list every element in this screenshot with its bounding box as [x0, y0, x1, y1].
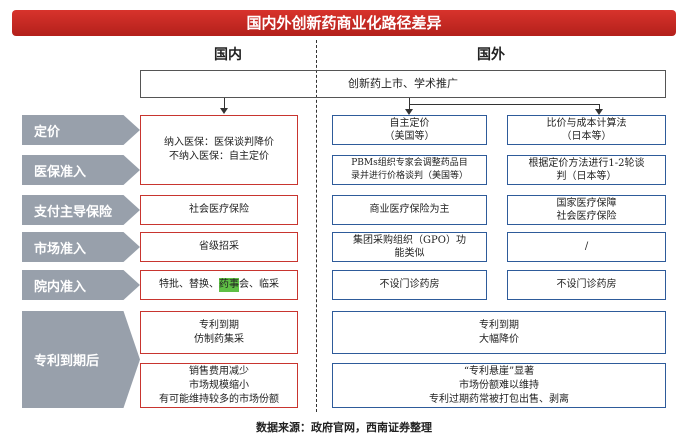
- domestic-patent-expiry: 专利到期 仿制药集采: [140, 311, 298, 354]
- foreign-us-payer: 商业医疗保险为主: [332, 195, 487, 225]
- us-market-line-1: 集团采购组织（GPO）功: [353, 235, 466, 246]
- domestic-market-access: 省级招采: [140, 232, 298, 262]
- pharmacy-committee-highlight: 药事: [219, 278, 239, 292]
- domestic-hospital-access: 特批、替换、药事会、临采: [140, 270, 298, 300]
- domestic-patent-impact: 销售费用减少 市场规模缩小 有可能维持较多的市场份额: [140, 363, 298, 408]
- hospital-access-text-2: 会、临采: [239, 279, 279, 290]
- row-label-reimbursement: 医保准入: [22, 155, 140, 185]
- domestic-impact-line-3: 有可能维持较多的市场份额: [159, 393, 279, 405]
- domestic-pricing-line-2: 不纳入医保：自主定价: [169, 151, 269, 162]
- foreign-jp-hospital-access: 不设门诊药房: [507, 270, 666, 300]
- foreign-jp-market-access: /: [507, 232, 666, 262]
- us-market-line-2: 能类似: [394, 248, 425, 259]
- foreign-us-market-access: 集团采购组织（GPO）功 能类似: [332, 232, 487, 262]
- foreign-us-reimbursement: PBMs组织专家会调整药品目 录并进行价格谈判（美国等）: [332, 155, 487, 185]
- foreign-impact-line-1: “专利悬崖”显著: [463, 365, 535, 377]
- jp-pricing-line-2: （日本等）: [561, 131, 612, 142]
- arrow-domestic: [220, 108, 228, 114]
- row-label-market-access: 市场准入: [22, 232, 140, 262]
- foreign-jp-pricing: 比价与成本计算法 （日本等）: [507, 115, 666, 145]
- domestic-payer: 社会医疗保险: [140, 195, 298, 225]
- us-reimb-line-1: PBMs组织专家会调整药品目: [351, 158, 468, 168]
- jp-payer-line-2: 社会医疗保险: [556, 211, 617, 222]
- foreign-patent-impact: “专利悬崖”显著 市场份额难以维持 专利过期药常被打包出售、剥离: [332, 363, 666, 408]
- foreign-impact-line-2: 市场份额难以维持: [459, 379, 539, 391]
- domestic-pricing-line-1: 纳入医保：医保谈判降价: [164, 137, 274, 148]
- foreign-patent-line-2: 大幅降价: [479, 333, 519, 345]
- us-pricing-line-2: （美国等）: [384, 131, 435, 142]
- row-label-payer: 支付主导保险: [22, 195, 140, 225]
- foreign-us-pricing: 自主定价 （美国等）: [332, 115, 487, 145]
- foreign-us-hospital-access: 不设门诊药房: [332, 270, 487, 300]
- foreign-jp-payer: 国家医疗保障 社会医疗保险: [507, 195, 666, 225]
- domestic-patent-line-2: 仿制药集采: [194, 333, 244, 345]
- row-label-pricing: 定价: [22, 115, 140, 145]
- data-source: 数据来源：政府官网，西南证券整理: [256, 421, 432, 434]
- arrow-foreign-b: [595, 109, 603, 115]
- foreign-impact-line-3: 专利过期药常被打包出售、剥离: [429, 393, 569, 405]
- domestic-foreign-divider: [316, 40, 317, 412]
- hospital-access-text-1: 特批、替换、: [159, 279, 219, 290]
- connector-foreign-b: [599, 104, 600, 109]
- foreign-patent-line-1: 专利到期: [479, 319, 519, 331]
- connector-foreign-a: [409, 104, 410, 109]
- domestic-patent-line-1: 专利到期: [199, 319, 239, 331]
- connector-foreign: [409, 98, 410, 104]
- page-title: 国内外创新药商业化路径差异: [12, 10, 676, 36]
- domestic-impact-line-2: 市场规模缩小: [189, 379, 249, 391]
- jp-reimb-line-2: 判（日本等）: [556, 171, 617, 182]
- launch-promotion-box: 创新药上市、学术推广: [140, 70, 666, 98]
- domestic-pricing-reimbursement: 纳入医保：医保谈判降价 不纳入医保：自主定价: [140, 115, 298, 185]
- jp-pricing-line-1: 比价与成本计算法: [546, 118, 627, 129]
- header-domestic: 国内: [214, 47, 242, 63]
- us-reimb-line-2: 录并进行价格谈判（美国等）: [350, 171, 468, 181]
- row-label-patent-expiry: 专利到期后: [22, 311, 140, 408]
- domestic-impact-line-1: 销售费用减少: [189, 365, 249, 377]
- row-label-hospital-access: 院内准入: [22, 270, 140, 300]
- foreign-patent-expiry: 专利到期 大幅降价: [332, 311, 666, 354]
- foreign-jp-reimbursement: 根据定价方法进行1-2轮谈 判（日本等）: [507, 155, 666, 185]
- jp-payer-line-1: 国家医疗保障: [556, 198, 617, 209]
- connector-domestic: [224, 98, 225, 108]
- us-pricing-line-1: 自主定价: [389, 118, 430, 129]
- header-foreign: 国外: [477, 47, 505, 63]
- jp-reimb-line-1: 根据定价方法进行1-2轮谈: [528, 158, 645, 169]
- connector-foreign-branch: [409, 104, 599, 105]
- arrow-foreign-a: [405, 109, 413, 115]
